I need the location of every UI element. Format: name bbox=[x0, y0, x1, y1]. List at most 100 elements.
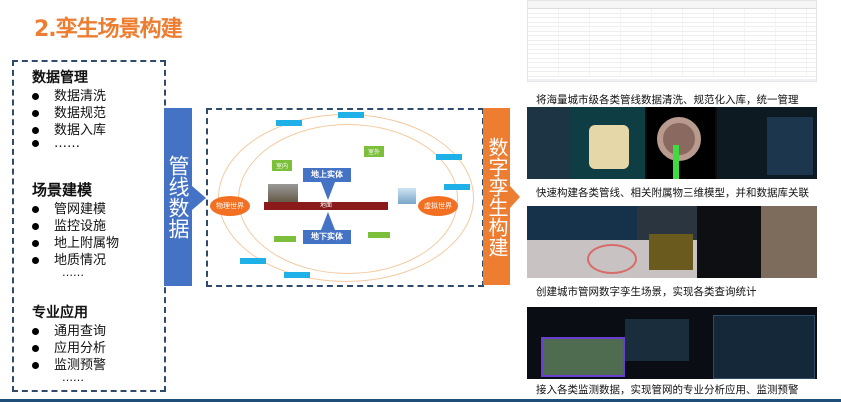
diagram-tag bbox=[436, 154, 462, 160]
caption: 快速构建各类管线、相关附属物三维模型，并和数据库关联 bbox=[536, 187, 809, 199]
list-item-label: …… bbox=[54, 136, 80, 151]
table-row bbox=[528, 18, 816, 23]
table-row bbox=[528, 72, 816, 77]
pipe-network-view bbox=[697, 206, 761, 278]
table-footer bbox=[528, 78, 816, 81]
ground-bar: 地面 bbox=[264, 202, 388, 210]
diagram-tag bbox=[444, 184, 470, 190]
monitoring-data-screenshot bbox=[527, 307, 817, 379]
bullet-icon bbox=[32, 328, 39, 335]
list-item-label: 应用分析 bbox=[54, 341, 107, 356]
valve-model bbox=[589, 125, 629, 169]
diagram-tag bbox=[276, 120, 302, 126]
list-item: 数据清洗 bbox=[32, 85, 106, 104]
analysis-view bbox=[649, 234, 693, 270]
table-row bbox=[528, 54, 816, 59]
table-row bbox=[528, 31, 816, 36]
bullet-icon bbox=[32, 206, 39, 213]
pipeline-database-table-screenshot bbox=[527, 0, 817, 82]
table-row bbox=[528, 36, 816, 41]
bullet-icon bbox=[32, 140, 39, 147]
virtual-world-node: 虚拟世界 bbox=[418, 196, 458, 216]
more-ellipsis: …… bbox=[62, 266, 84, 279]
list-item: 地上附属物 bbox=[32, 232, 119, 251]
physical-world-node: 物理世界 bbox=[210, 196, 250, 216]
query-result-table bbox=[527, 206, 637, 240]
layer-tree-panel bbox=[527, 107, 569, 179]
list-item-label: 通用查询 bbox=[54, 324, 107, 339]
list-item-label: 数据规范 bbox=[54, 106, 107, 121]
buffer-zone bbox=[587, 244, 637, 274]
bullet-icon bbox=[32, 110, 39, 117]
list-item: 监控设施 bbox=[32, 215, 106, 234]
list-item-label: 监测预警 bbox=[54, 358, 107, 373]
footer-divider bbox=[0, 399, 841, 402]
list-item: 地质情况 bbox=[32, 249, 106, 268]
list-item: 监测预警 bbox=[32, 354, 106, 373]
diagram-tag bbox=[368, 232, 390, 238]
table-row bbox=[528, 58, 816, 63]
digital-twin-build-label: 数字孪生构建 bbox=[483, 108, 510, 285]
pipeline-data-label: 管线数据 bbox=[164, 108, 192, 286]
manhole-model bbox=[657, 117, 701, 161]
arrow-down-icon bbox=[321, 182, 335, 200]
more-ellipsis: …… bbox=[62, 371, 84, 384]
list-item: 数据规范 bbox=[32, 102, 106, 121]
page-title: 2.孪生场景构建 bbox=[34, 17, 183, 42]
diagram-tag bbox=[338, 112, 364, 118]
buildings-image bbox=[268, 184, 298, 202]
alert-list-panel bbox=[713, 315, 815, 379]
capability-list-panel: 数据管理 数据清洗 数据规范 数据入库 …… 场景建模 管网建模 监控设施 地上… bbox=[12, 60, 166, 392]
table-row bbox=[528, 13, 816, 18]
list-item: 管网建模 bbox=[32, 198, 106, 217]
diagram-tag bbox=[274, 236, 296, 242]
table-header bbox=[528, 1, 816, 9]
arrow-right-icon bbox=[510, 186, 520, 208]
table-row bbox=[528, 49, 816, 54]
list-item: 数据入库 bbox=[32, 119, 106, 138]
bullet-icon bbox=[32, 127, 39, 134]
excavation-view bbox=[761, 206, 817, 278]
virtual-city-image bbox=[398, 188, 416, 204]
bullet-icon bbox=[32, 240, 39, 247]
diagram-tag bbox=[240, 258, 266, 264]
bullet-icon bbox=[32, 257, 39, 264]
list-item-label: 监控设施 bbox=[54, 219, 107, 234]
bullet-icon bbox=[32, 223, 39, 230]
bullet-icon bbox=[32, 345, 39, 352]
underground-entity: 地下实体 bbox=[303, 230, 351, 244]
section-heading: 专业应用 bbox=[32, 305, 88, 321]
section-heading: 场景建模 bbox=[32, 181, 93, 199]
diagram-tag bbox=[284, 272, 310, 278]
pipe-3d-models-screenshot bbox=[527, 107, 817, 179]
table-row bbox=[528, 45, 816, 50]
section-heading: 数据管理 bbox=[32, 70, 88, 86]
camera-feed bbox=[541, 337, 625, 377]
list-item-label: 管网建模 bbox=[54, 202, 107, 217]
table-row bbox=[528, 67, 816, 72]
caption: 接入各类监测数据，实现管网的专业分析应用、监测预警 bbox=[536, 384, 799, 396]
list-item: 通用查询 bbox=[32, 320, 106, 339]
list-item: …… bbox=[32, 136, 80, 151]
arrow-right-icon bbox=[192, 186, 206, 210]
arrow-up-icon bbox=[321, 212, 335, 230]
table-row bbox=[528, 9, 816, 14]
list-item-label: 地质情况 bbox=[54, 253, 107, 268]
twin-concept-diagram: 室内 室外 地上实体 地面 地下实体 物理世界 虚拟世界 bbox=[206, 108, 484, 287]
caption: 创建城市管网数字孪生场景，实现各类查询统计 bbox=[536, 286, 757, 298]
attribute-panel bbox=[767, 117, 813, 175]
outdoor-tag: 室外 bbox=[364, 146, 385, 157]
table-row bbox=[528, 63, 816, 68]
caption: 将海量城市级各类管线数据清洗、规范化入库，统一管理 bbox=[536, 94, 799, 106]
table-row bbox=[528, 27, 816, 32]
list-item: 应用分析 bbox=[32, 337, 106, 356]
list-item-label: 地上附属物 bbox=[54, 236, 120, 251]
indoor-tag: 室内 bbox=[272, 160, 293, 171]
pipe-model bbox=[673, 145, 679, 179]
list-item-label: 数据入库 bbox=[54, 123, 107, 138]
table-row bbox=[528, 22, 816, 27]
list-item-label: 数据清洗 bbox=[54, 89, 107, 104]
bullet-icon bbox=[32, 362, 39, 369]
above-ground-entity: 地上实体 bbox=[303, 168, 351, 182]
bullet-icon bbox=[32, 93, 39, 100]
